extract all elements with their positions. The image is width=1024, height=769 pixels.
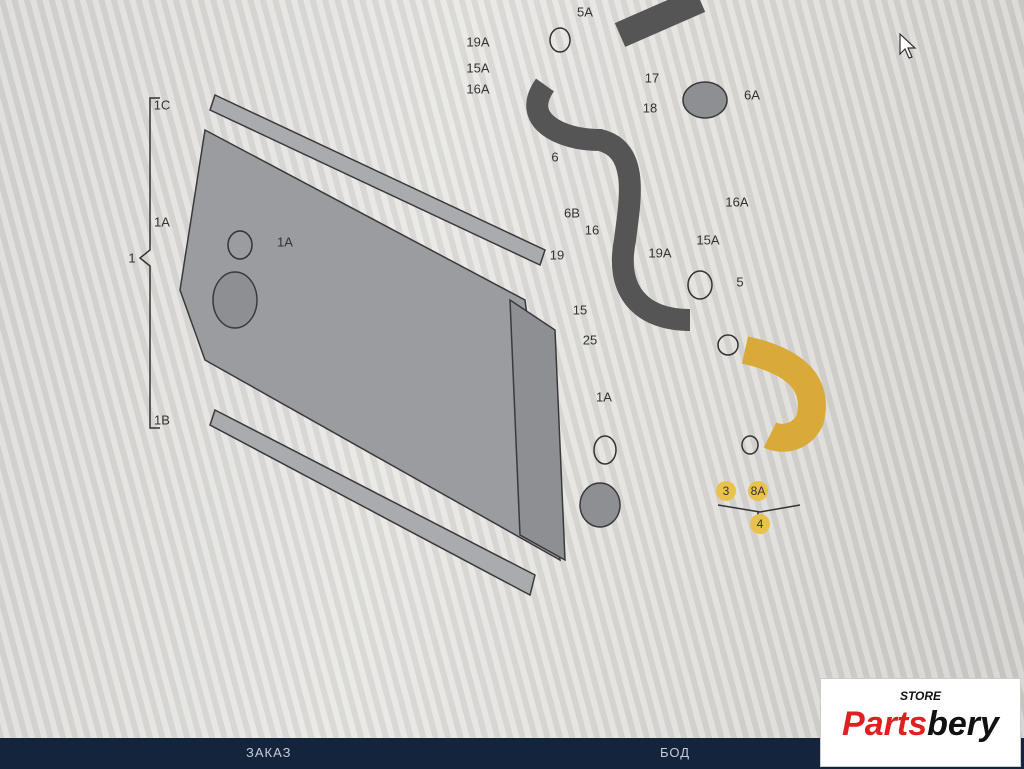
bracket-top xyxy=(209,93,546,267)
label-25: 25 xyxy=(582,332,598,348)
label-5: 5 xyxy=(736,274,744,290)
label-6A: 6A xyxy=(744,87,760,103)
label-15A-right: 15A xyxy=(696,232,720,248)
label-3-highlighted[interactable]: 3 xyxy=(716,481,736,501)
label-1A: 1A xyxy=(154,214,170,230)
label-1C: 1C xyxy=(153,97,171,113)
mouse-cursor-icon xyxy=(899,32,917,59)
label-18: 18 xyxy=(642,100,658,116)
charge-pipe-6 xyxy=(526,78,691,331)
watermark-brand: Partsbery xyxy=(821,705,1020,744)
label-8A-highlighted[interactable]: 8A xyxy=(748,481,768,501)
label-1A-ring: 1A xyxy=(277,234,293,250)
bracket-bottom xyxy=(209,408,536,597)
label-5A: 5A xyxy=(577,4,593,20)
label-1: 1 xyxy=(128,250,136,266)
label-16A: 16A xyxy=(466,81,490,97)
label-6B: 6B xyxy=(564,205,580,221)
outlet-port xyxy=(579,482,621,528)
label-6: 6 xyxy=(551,149,559,165)
label-16A-right: 16A xyxy=(725,194,749,210)
label-19: 19 xyxy=(549,247,565,263)
label-1A-low: 1A xyxy=(596,389,612,405)
label-15A: 15A xyxy=(466,60,490,76)
label-15: 15 xyxy=(572,302,588,318)
watermark-store: STORE xyxy=(899,689,942,703)
intercooler-core xyxy=(179,128,561,562)
hose-top xyxy=(614,0,706,47)
label-19A: 19A xyxy=(466,34,490,50)
inlet-port xyxy=(212,271,258,329)
label-1B: 1B xyxy=(154,412,170,428)
label-19A-right: 19A xyxy=(648,245,672,261)
brand-part1: Parts xyxy=(842,705,928,743)
charge-pipe-4 xyxy=(741,336,826,452)
label-4-highlighted[interactable]: 4 xyxy=(750,514,770,534)
intercooler-tank xyxy=(509,298,566,562)
cap-6A xyxy=(682,81,728,119)
label-17: 17 xyxy=(644,70,660,86)
bod-button[interactable]: БОД xyxy=(660,745,691,760)
partsbery-watermark: STORE Partsbery xyxy=(820,678,1021,767)
order-button[interactable]: ЗАКАЗ xyxy=(246,745,292,760)
label-16: 16 xyxy=(584,222,600,238)
brand-part2: bery xyxy=(927,705,999,743)
